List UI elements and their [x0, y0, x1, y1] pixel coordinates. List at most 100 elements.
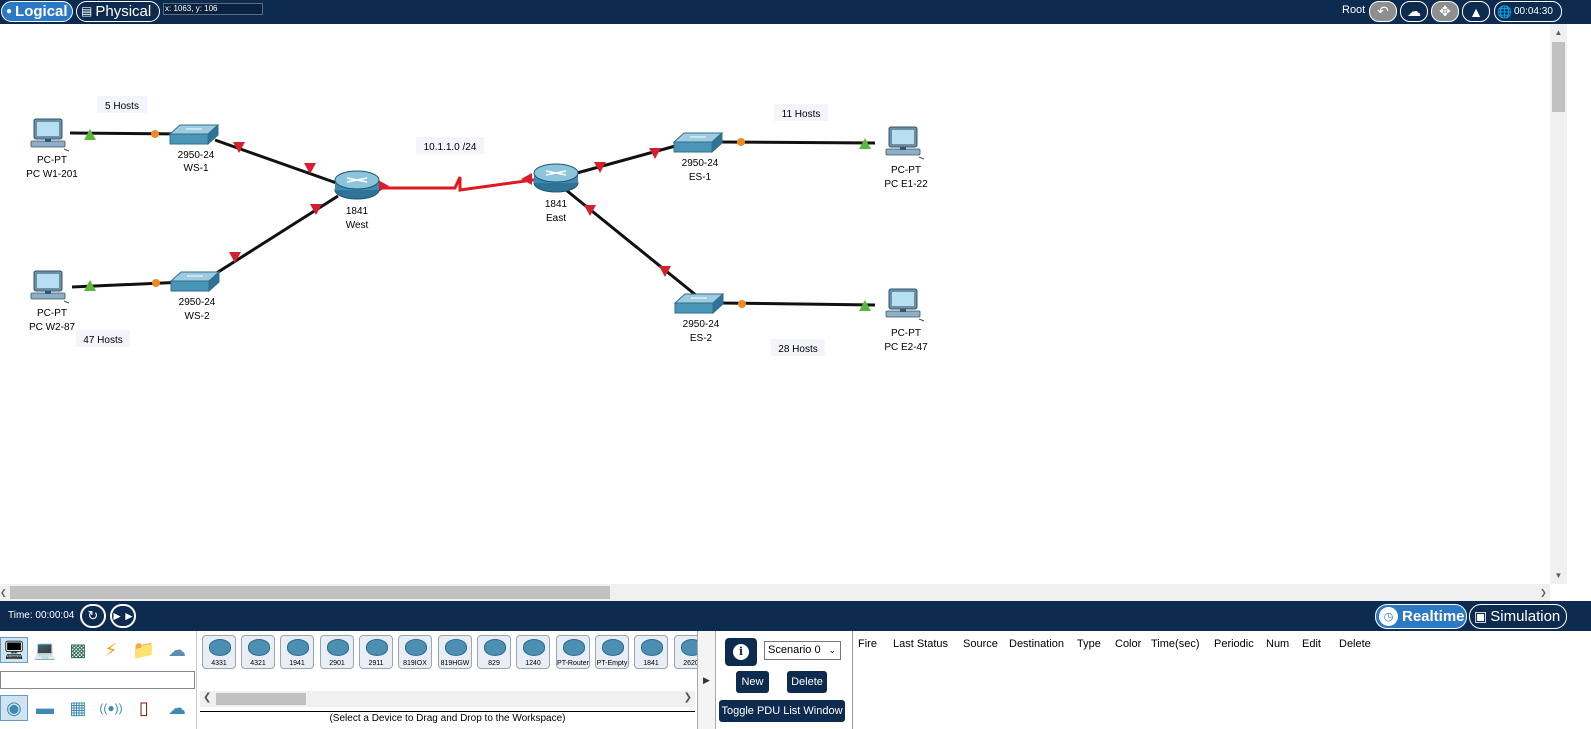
column-header-type[interactable]: Type [1077, 638, 1101, 650]
physical-view-button[interactable]: ▤ Physical [76, 1, 160, 22]
link-east-es1[interactable] [565, 140, 691, 178]
switch-icon [673, 132, 723, 153]
device-tile-4331[interactable]: 4331 [202, 635, 236, 669]
column-header-color[interactable]: Color [1115, 638, 1142, 650]
vertical-scroll-thumb[interactable] [1552, 42, 1565, 112]
time-bar: Time: 00:00:04 ↻ ►► ◷ Realtime ▣ Simulat… [0, 601, 1591, 631]
router-icon [327, 639, 349, 656]
switches-icon[interactable]: ▬ [36, 697, 54, 718]
device-tile-819iox[interactable]: 819IOX [398, 635, 432, 669]
image-icon[interactable]: ▲ [1462, 1, 1490, 22]
port-up-indicator [84, 280, 96, 291]
port-down-indicator [233, 142, 245, 153]
logical-view-button[interactable]: ● Logical [1, 1, 73, 22]
device-es2[interactable]: 2950-24 ES-2 [674, 293, 724, 344]
cloud-add-icon[interactable]: ☁ [1400, 1, 1428, 22]
scroll-right-arrow-icon[interactable]: ❯ [1540, 588, 1547, 597]
column-header-num[interactable]: Num [1266, 638, 1290, 650]
link-ws1-west[interactable] [214, 138, 346, 188]
components-icon[interactable]: ▩ [69, 639, 87, 660]
realtime-mode-button[interactable]: ◷ Realtime [1375, 604, 1467, 629]
device-tile-pt-empty[interactable]: PT-Empty [595, 635, 629, 669]
new-scenario-button[interactable]: New [736, 671, 769, 693]
column-header-delete[interactable]: Delete [1339, 638, 1371, 650]
panel-collapse-handle[interactable]: ▶ [697, 631, 716, 729]
column-header-fire[interactable]: Fire [858, 638, 877, 650]
hubs-icon[interactable]: ▦ [69, 697, 87, 718]
switch-icon [674, 293, 724, 314]
link-west-east-serial[interactable] [372, 176, 541, 192]
scenario-value: Scenario 0 [768, 644, 821, 656]
back-arrow-icon[interactable]: ↶ [1369, 1, 1397, 22]
device-tile-819hgw[interactable]: 819HGW [438, 635, 472, 669]
category-search-box[interactable] [0, 671, 195, 689]
wireless-icon[interactable]: ((●)) [99, 701, 123, 715]
column-header-periodic[interactable]: Periodic [1214, 638, 1254, 650]
note-11-hosts: 11 Hosts [782, 109, 821, 120]
device-east-router[interactable]: 1841 East [533, 163, 579, 224]
scroll-right-arrow-icon[interactable]: ❯ [683, 692, 692, 703]
link-es1-pce1[interactable] [719, 140, 876, 145]
device-es1[interactable]: 2950-24 ES-1 [673, 132, 723, 183]
scenario-info-button[interactable]: i [725, 638, 757, 666]
note-box [774, 104, 828, 121]
network-devices-icon[interactable]: 🖥 [0, 637, 28, 663]
port-down-indicator [584, 205, 596, 216]
scenario-select[interactable]: Scenario 0 ⌄ [764, 641, 841, 660]
device-name-label: PC E2-47 [884, 342, 928, 353]
device-pc-w2[interactable]: PC-PT PC W2-87 [29, 270, 76, 333]
device-ws1[interactable]: 2950-24 WS-1 [169, 124, 219, 174]
delete-scenario-button[interactable]: Delete [787, 671, 827, 693]
device-tile-829[interactable]: 829 [477, 635, 511, 669]
device-tile-2911[interactable]: 2911 [359, 635, 393, 669]
port-down-indicator [310, 204, 322, 215]
router-icon [209, 639, 231, 656]
column-header-last-status[interactable]: Last Status [893, 638, 949, 650]
device-list-scroll-thumb[interactable] [216, 693, 306, 705]
connections-icon[interactable]: ⚡ [104, 639, 118, 660]
root-label: Root [1342, 4, 1366, 16]
scroll-up-arrow-icon[interactable]: ▲ [1554, 28, 1563, 37]
device-tile-1841[interactable]: 1841 [634, 635, 668, 669]
device-pc-e1[interactable]: PC-PT PC E1-22 [884, 126, 928, 190]
security-icon[interactable]: ▯ [139, 697, 149, 718]
toggle-pdu-list-button[interactable]: Toggle PDU List Window [719, 700, 845, 722]
miscellaneous-icon[interactable]: 📁 [132, 639, 156, 660]
column-header-destination[interactable]: Destination [1009, 638, 1065, 650]
column-header-edit[interactable]: Edit [1302, 638, 1321, 650]
column-header-source[interactable]: Source [963, 638, 998, 650]
device-tile-1240[interactable]: 1240 [516, 635, 550, 669]
fast-forward-button[interactable]: ►► [110, 604, 136, 628]
logical-workspace[interactable]: PC-PT PC W1-201 2950-24 WS-1 PC-PT PC W2… [0, 24, 1550, 584]
device-model-label: 1841 [545, 199, 568, 210]
scroll-down-arrow-icon[interactable]: ▼ [1554, 571, 1563, 580]
device-list-scrollbar[interactable]: ❮ ❯ [200, 691, 695, 707]
device-pc-e2[interactable]: PC-PT PC E2-47 [884, 288, 928, 353]
routers-icon[interactable]: ◉ [0, 695, 28, 721]
workspace-horizontal-scrollbar[interactable]: ❮ ❯ [0, 584, 1550, 601]
port-up-indicator [859, 138, 871, 149]
scroll-left-arrow-icon[interactable]: ❮ [203, 692, 212, 703]
column-header-time[interactable]: Time(sec) [1151, 638, 1200, 650]
workspace-vertical-scrollbar[interactable]: ▲ ▼ [1550, 24, 1567, 584]
device-west-router[interactable]: 1841 West [334, 170, 380, 231]
multiuser-icon[interactable]: ☁ [168, 639, 186, 660]
note-box [416, 137, 484, 154]
move-icon[interactable]: ✥ [1431, 1, 1459, 22]
device-tile-2901[interactable]: 2901 [320, 635, 354, 669]
simulation-mode-button[interactable]: ▣ Simulation [1469, 604, 1567, 629]
scroll-left-arrow-icon[interactable]: ❮ [0, 588, 7, 597]
device-name-label: PC W1-201 [26, 169, 78, 180]
wan-emulation-icon[interactable]: ☁ [168, 697, 186, 718]
power-cycle-button[interactable]: ↻ [80, 604, 106, 628]
device-name-label: ES-2 [690, 333, 713, 344]
device-tile-1941[interactable]: 1941 [280, 635, 314, 669]
end-devices-icon[interactable]: 💻 [33, 639, 57, 660]
device-ws2[interactable]: 2950-24 WS-2 [170, 271, 220, 322]
horizontal-scroll-thumb[interactable] [10, 586, 610, 599]
device-tile-pt-router[interactable]: PT-Router [556, 635, 590, 669]
device-pc-w1[interactable]: PC-PT PC W1-201 [26, 118, 78, 180]
note-5-hosts: 5 Hosts [105, 101, 139, 112]
link-pcw1-ws1[interactable] [69, 131, 186, 136]
device-tile-4321[interactable]: 4321 [241, 635, 275, 669]
